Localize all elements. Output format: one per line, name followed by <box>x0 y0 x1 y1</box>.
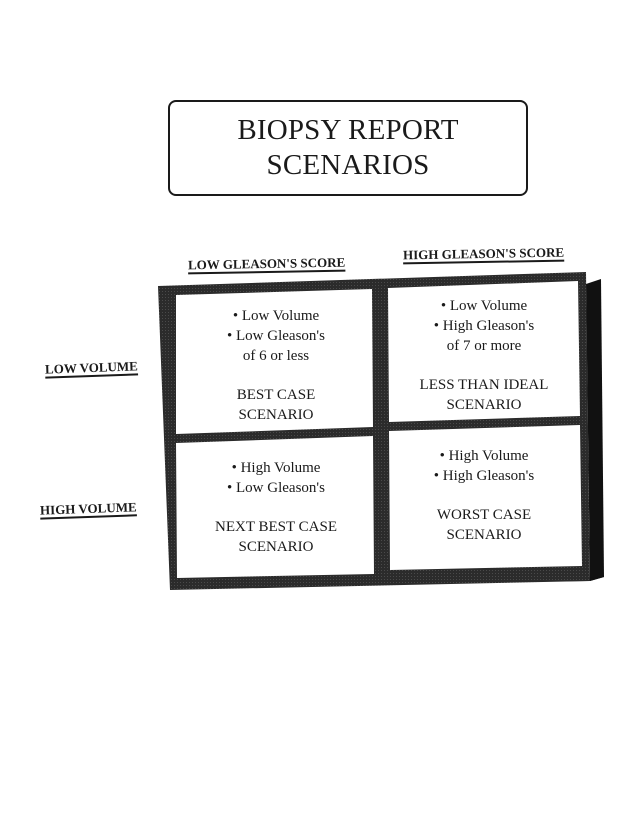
cell-low-volume-low-gleason: • Low Volume • Low Gleason's of 6 or les… <box>186 306 366 425</box>
cell-outcome: SCENARIO <box>238 407 314 423</box>
cell-bullet: • Low Volume <box>440 298 528 314</box>
cell-bg-bottom-left <box>176 436 374 578</box>
cell-outcome: WORST CASE <box>436 507 532 523</box>
cell-bullet: • Low Volume <box>232 308 320 324</box>
cell-bullet: • High Gleason's <box>433 468 535 484</box>
cell-outcome: LESS THAN IDEAL <box>419 377 549 393</box>
cell-bullet: • Low Gleason's <box>227 328 325 344</box>
cell-high-volume-high-gleason: • High Volume • High Gleason's WORST CAS… <box>394 446 574 545</box>
cell-bullet: • High Volume <box>439 448 529 464</box>
cell-bullet: • Low Gleason's <box>227 480 325 496</box>
cell-bullet: of 7 or more <box>446 338 522 354</box>
cell-bullet: • High Gleason's <box>433 318 535 334</box>
grid-depth-side <box>586 279 604 581</box>
cell-outcome: SCENARIO <box>238 539 314 555</box>
title-line-1: BIOPSY REPORT <box>237 114 459 146</box>
cell-bg-top-left <box>176 289 373 434</box>
cell-bg-top-right <box>388 281 580 422</box>
title-line-2: SCENARIOS <box>266 149 430 181</box>
cell-bullet: • High Volume <box>231 460 321 476</box>
title-box: BIOPSY REPORT SCENARIOS <box>168 100 528 196</box>
cell-outcome: NEXT BEST CASE <box>215 519 337 535</box>
cell-low-volume-high-gleason: • Low Volume • High Gleason's of 7 or mo… <box>394 296 574 415</box>
cell-high-volume-low-gleason: • High Volume • Low Gleason's NEXT BEST … <box>186 458 366 557</box>
cell-outcome: SCENARIO <box>446 527 522 543</box>
cell-bullet: of 6 or less <box>242 348 310 364</box>
cell-outcome: SCENARIO <box>446 397 522 413</box>
cell-bg-bottom-right <box>389 425 582 570</box>
cell-outcome: BEST CASE <box>236 387 316 403</box>
